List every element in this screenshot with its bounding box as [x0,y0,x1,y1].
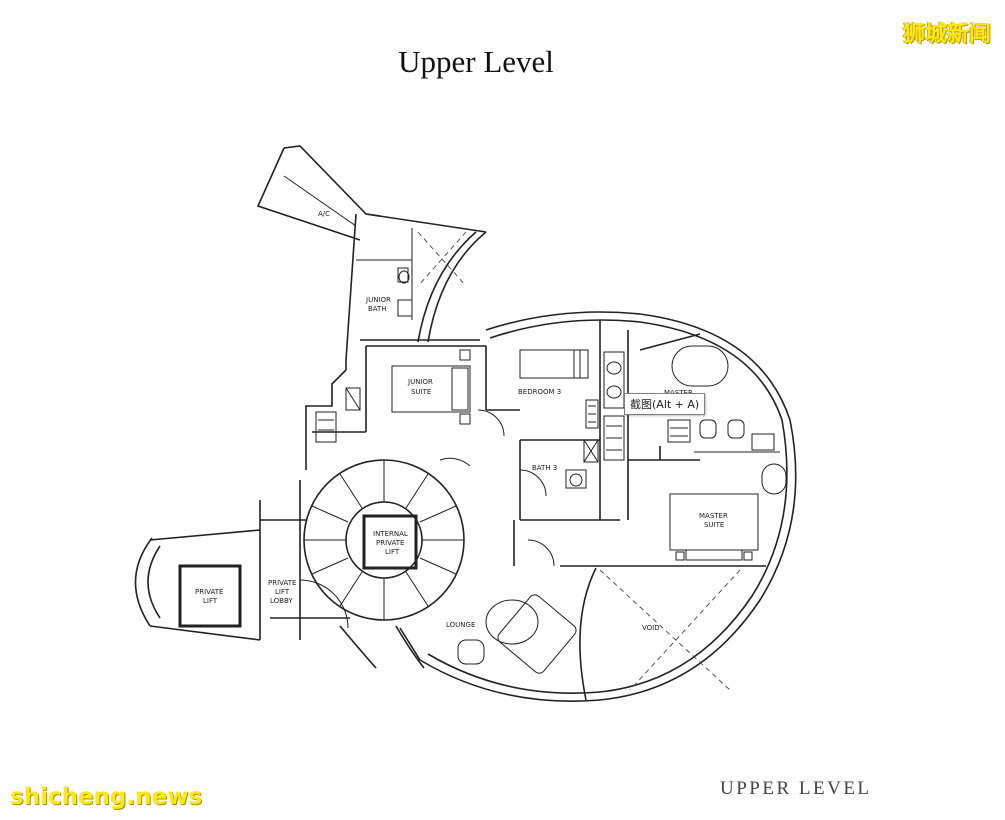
spiral-stair [303,459,465,621]
label-lift-lobby-1: PRIVATE [268,579,296,587]
label-internal-lift-1: INTERNAL [373,530,408,538]
label-junior-suite-1: JUNIOR [407,378,433,386]
void-area [579,565,741,701]
label-junior-suite-2: SUITE [411,388,431,396]
label-master-suite-1: MASTER [699,512,728,520]
private-lift-pod [134,480,350,641]
label-private-lift-1: PRIVATE [195,588,223,596]
label-lift-lobby-2: LIFT [275,588,290,596]
page-title: Upper Level [398,44,554,79]
label-private-lift-2: LIFT [203,597,218,605]
bedroom-wing [439,320,787,567]
label-internal-lift-2: PRIVATE [376,539,404,547]
label-lounge: LOUNGE [446,621,475,629]
level-caption: UPPER LEVEL [720,778,872,799]
label-internal-lift-3: LIFT [385,548,400,556]
room-labels: A/C JUNIOR BATH JUNIOR SUITE BEDROOM 3 M… [195,210,728,632]
label-void: VOID [642,624,660,632]
label-bedroom3: BEDROOM 3 [518,388,561,396]
label-master-suite-2: SUITE [704,521,724,529]
watermark-site-name: 狮城新闻 [902,22,991,47]
oval-hall [339,311,797,702]
watermark-url: shicheng.news [10,784,203,810]
screenshot-tooltip: 截图(Alt + A) [624,393,706,415]
label-lift-lobby-3: LOBBY [270,597,293,605]
label-bath3: BATH 3 [532,464,557,472]
label-junior-bath-1: JUNIOR [365,296,391,304]
label-ac: A/C [318,210,330,218]
ac-wing [256,145,487,361]
lounge-furniture [457,594,577,674]
junior-suite-block [305,345,487,470]
label-junior-bath-2: BATH [368,305,387,313]
